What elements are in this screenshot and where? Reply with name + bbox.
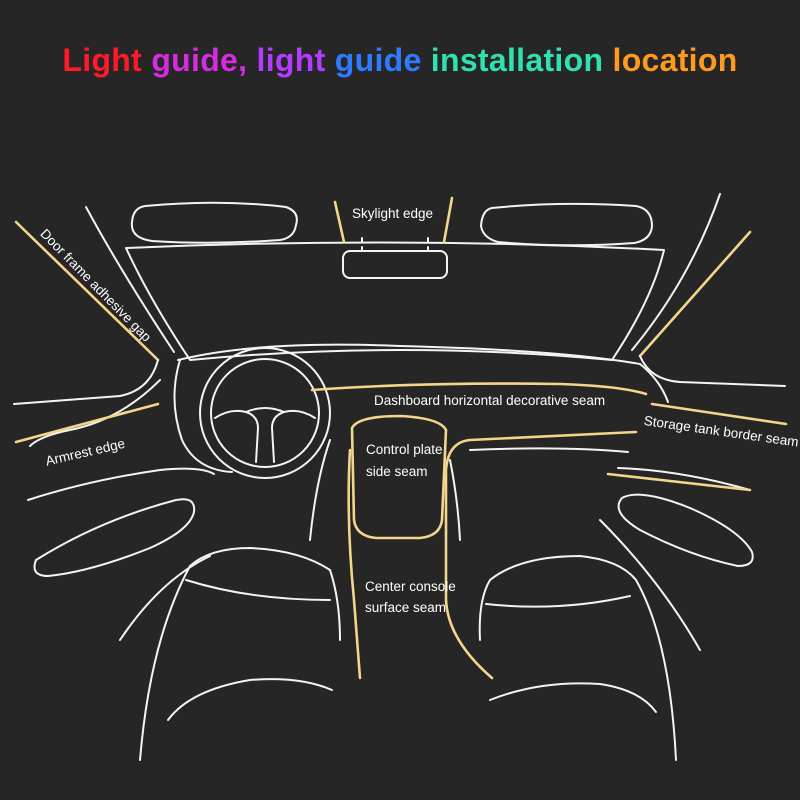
right-door-seam-guide <box>606 472 752 492</box>
car-outline <box>27 193 754 761</box>
dashboard-seam-guide <box>310 382 648 396</box>
windshield <box>125 241 665 361</box>
left-door-panel <box>27 467 215 501</box>
rearview-mirror <box>342 250 448 279</box>
label-dashboard-seam: Dashboard horizontal decorative seam <box>374 393 606 408</box>
center-stack-left <box>309 439 331 541</box>
control-plate-guide <box>350 414 448 540</box>
right-door-frame-guide <box>638 230 752 358</box>
steering-wheel-inner <box>210 358 320 468</box>
left-sun-visor <box>130 201 298 244</box>
right-door-frame-lower <box>639 355 786 387</box>
right-seat <box>478 555 677 761</box>
title-segment-2: guide, <box>151 42 257 78</box>
title-segment-3: light <box>256 42 335 78</box>
door-frame-gap-lower <box>13 359 159 405</box>
label-control-plate-line1: Control plate <box>366 442 443 457</box>
skylight-edge-guide-left <box>333 200 346 244</box>
skylight-edge-guide-right <box>442 196 454 244</box>
armrest-edge-guide <box>14 402 160 444</box>
door-frame-gap-guide <box>14 220 160 362</box>
right-a-pillar <box>631 193 721 351</box>
right-door-pocket <box>617 493 754 567</box>
left-door-pocket <box>33 498 196 577</box>
left-lower-door <box>119 555 211 641</box>
center-console-right-guide <box>444 430 638 680</box>
right-seat-bolster <box>485 595 631 608</box>
instrument-hood <box>173 359 233 473</box>
mirror-mount-line <box>361 237 429 252</box>
label-center-console-line1: Center console <box>365 579 456 594</box>
label-center-console-line2: surface seam <box>365 600 447 615</box>
right-lower-door <box>599 519 701 651</box>
title-segment-6: location <box>612 42 738 78</box>
left-seat-cushion <box>167 678 333 721</box>
light-guide-lines <box>13 196 788 680</box>
center-stack-right <box>449 459 461 541</box>
dash-lower-right <box>469 447 629 453</box>
storage-tank-seam-guide <box>650 402 788 426</box>
title-segment-4: guide <box>334 42 431 78</box>
right-seat-cushion <box>489 682 657 713</box>
title-segment-5: installation <box>430 42 613 78</box>
title-segment-1: Light <box>62 42 152 78</box>
dashboard-top <box>177 343 641 365</box>
left-dash-wing <box>29 379 161 447</box>
steering-wheel-hub <box>214 407 316 463</box>
steering-wheel-outer <box>199 347 331 479</box>
label-control-plate-line2: side seam <box>366 464 428 479</box>
center-console-left-guide <box>347 448 362 680</box>
label-skylight-edge: Skylight edge <box>352 206 434 221</box>
left-seat-bolster <box>185 579 331 601</box>
diagram-title: Light guide, light guide installation lo… <box>0 42 800 79</box>
right-sun-visor <box>480 202 653 247</box>
left-a-pillar <box>85 206 175 353</box>
right-door-panel <box>617 467 751 491</box>
right-dash-wing <box>639 363 669 403</box>
left-seat <box>139 547 341 761</box>
